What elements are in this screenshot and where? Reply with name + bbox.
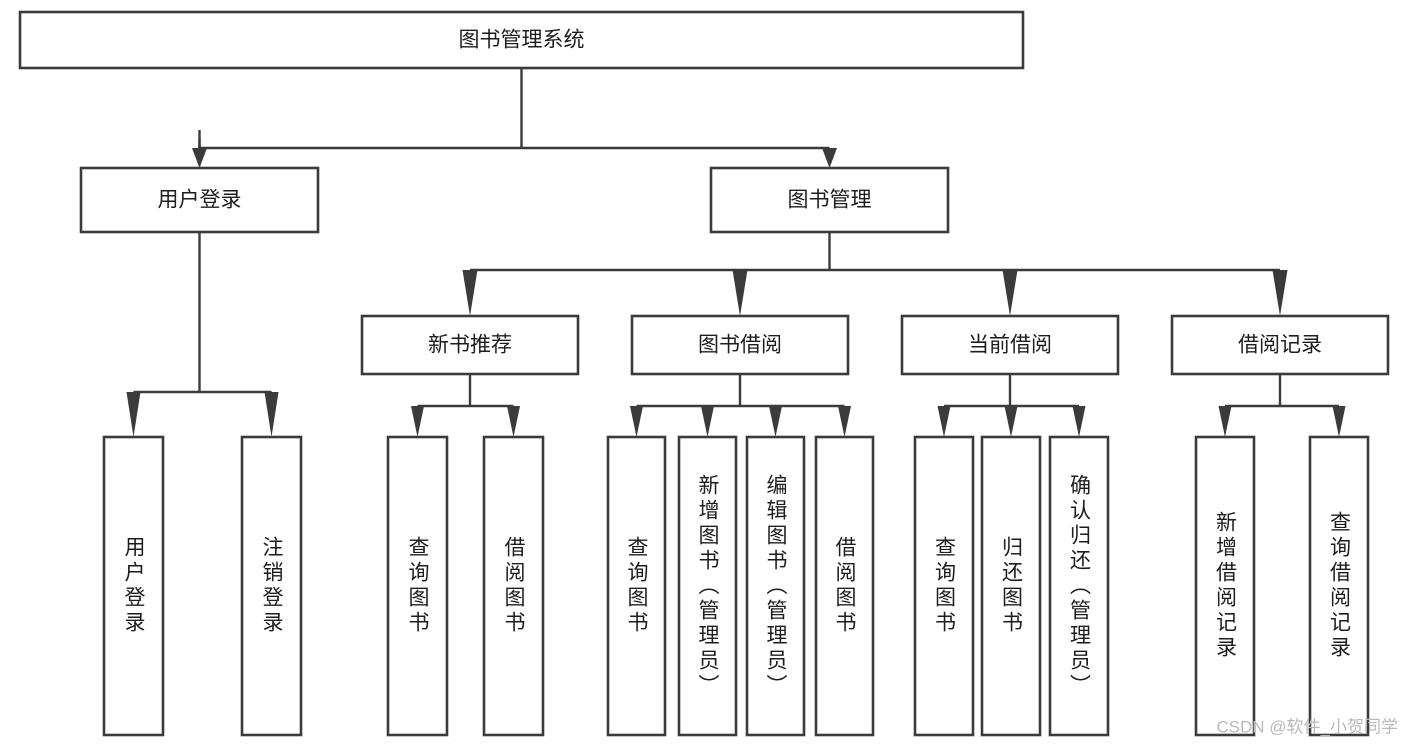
node-book-management-label: 图书管理 <box>788 189 872 212</box>
node-leaf-user-login-box[interactable] <box>102 435 165 737</box>
node-leaf-add-book[interactable] <box>677 435 738 737</box>
node-leaf-query-record[interactable] <box>1308 435 1370 737</box>
node-leaf-query-book-1-box[interactable] <box>386 435 449 737</box>
node-leaf-edit-book[interactable] <box>745 435 806 737</box>
node-leaf-return-book[interactable] <box>980 435 1042 737</box>
node-leaf-logout-box[interactable] <box>240 435 303 737</box>
node-leaf-confirm-return-box[interactable] <box>1048 435 1110 737</box>
node-leaf-borrow-book-2[interactable] <box>814 435 875 737</box>
watermark: CSDN @软件_小贺同学 <box>1216 717 1398 736</box>
node-leaf-query-book-1[interactable] <box>386 435 449 737</box>
node-leaf-user-login[interactable] <box>102 435 165 737</box>
node-current-borrow[interactable]: 当前借阅 <box>900 314 1120 376</box>
node-leaf-borrow-book-1[interactable] <box>482 435 545 737</box>
node-borrow-record-label: 借阅记录 <box>1238 334 1322 357</box>
node-root[interactable]: 图书管理系统 <box>18 10 1025 70</box>
node-book-borrow-label: 图书借阅 <box>698 334 782 357</box>
node-new-book-recommend-label: 新书推荐 <box>428 334 512 357</box>
node-borrow-record[interactable]: 借阅记录 <box>1170 314 1390 376</box>
arrow-drops <box>126 148 1346 437</box>
node-root-box[interactable] <box>18 10 1025 70</box>
node-leaf-add-record[interactable] <box>1194 435 1256 737</box>
node-leaf-add-record-box[interactable] <box>1194 435 1256 737</box>
node-book-borrow-box[interactable] <box>630 314 850 376</box>
node-root-label: 图书管理系统 <box>459 29 585 52</box>
node-book-borrow[interactable]: 图书借阅 <box>630 314 850 376</box>
node-user-login-box[interactable] <box>79 166 320 234</box>
node-new-book-recommend-box[interactable] <box>360 314 580 376</box>
node-leaf-edit-book-box[interactable] <box>745 435 806 737</box>
node-leaf-query-record-box[interactable] <box>1308 435 1370 737</box>
node-leaf-borrow-book-2-box[interactable] <box>814 435 875 737</box>
node-leaf-query-book-3[interactable] <box>913 435 975 737</box>
node-borrow-record-box[interactable] <box>1170 314 1390 376</box>
node-leaf-query-book-3-box[interactable] <box>913 435 975 737</box>
node-leaf-confirm-return[interactable] <box>1048 435 1110 737</box>
node-current-borrow-box[interactable] <box>900 314 1120 376</box>
node-leaf-logout[interactable] <box>240 435 303 737</box>
node-leaf-query-book-2-box[interactable] <box>606 435 667 737</box>
node-new-book-recommend[interactable]: 新书推荐 <box>360 314 580 376</box>
node-user-login-label: 用户登录 <box>158 189 242 212</box>
node-book-management[interactable]: 图书管理 <box>709 166 950 234</box>
node-book-management-box[interactable] <box>709 166 950 234</box>
node-leaf-add-book-box[interactable] <box>677 435 738 737</box>
connector-layer <box>126 68 1346 437</box>
leaf-node-layer <box>102 435 1370 737</box>
node-leaf-return-book-box[interactable] <box>980 435 1042 737</box>
node-leaf-borrow-book-1-box[interactable] <box>482 435 545 737</box>
node-user-login[interactable]: 用户登录 <box>79 166 320 234</box>
node-leaf-query-book-2[interactable] <box>606 435 667 737</box>
node-current-borrow-label: 当前借阅 <box>968 334 1052 357</box>
